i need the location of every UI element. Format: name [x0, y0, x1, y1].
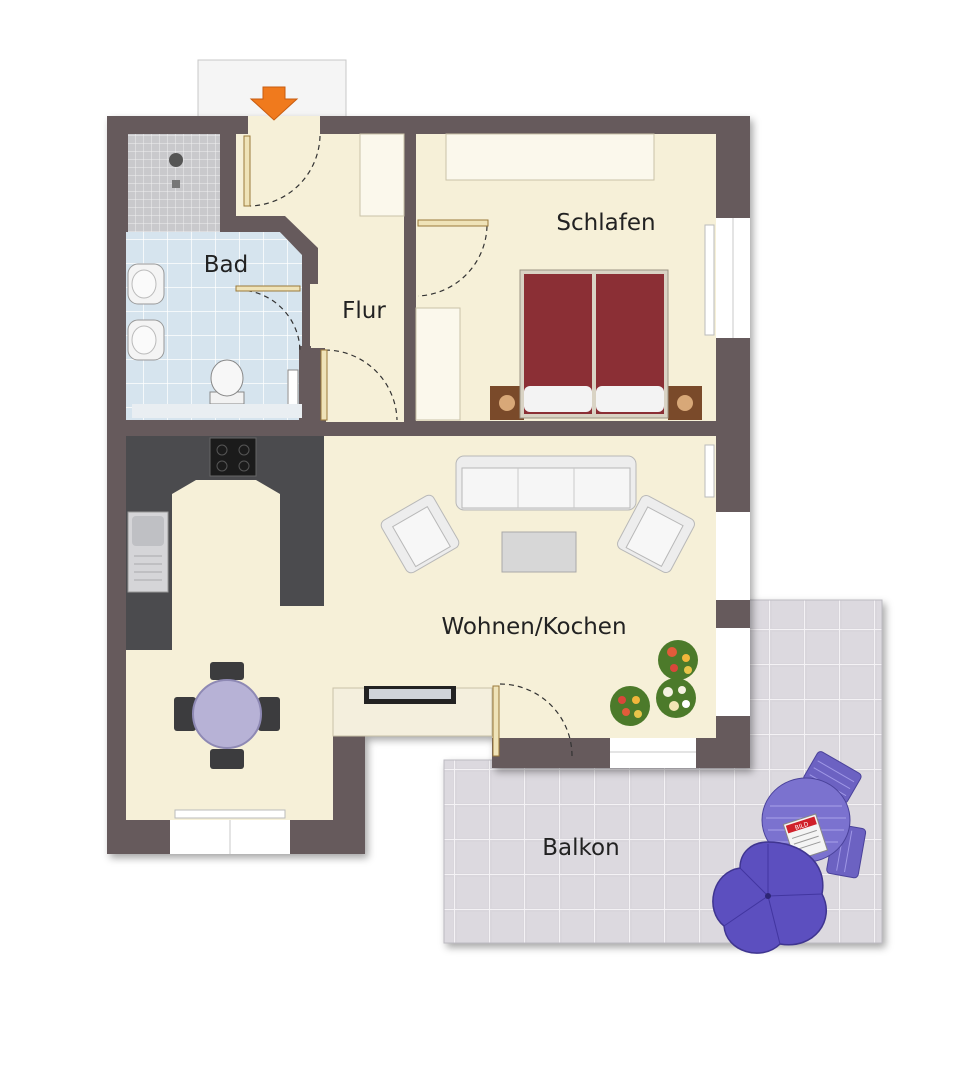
- window-balkon-door: [610, 738, 696, 768]
- washbasin-icon: [127, 263, 165, 305]
- coffee-table: [501, 531, 577, 573]
- room-label-flur: Flur: [342, 298, 386, 324]
- newspaper-title: BILD: [794, 821, 810, 832]
- door-leaves: [235, 135, 500, 757]
- window-wohnen-2: [716, 628, 750, 716]
- double-bed: [490, 269, 702, 420]
- armchair-left: [380, 494, 460, 574]
- room-labels: Bad Flur Schlafen Wohnen/Kochen Balkon: [204, 210, 656, 861]
- sink-icon: [127, 511, 169, 593]
- plant-icon: [656, 678, 696, 718]
- hall-wardrobe: [359, 133, 405, 217]
- room-label-balkon: Balkon: [542, 835, 619, 861]
- wardrobes: [359, 133, 655, 421]
- living-furniture: [380, 455, 695, 574]
- kitchen-counter: [126, 436, 324, 650]
- bedroom-wardrobe-side: [415, 307, 461, 421]
- plant-icon: [658, 640, 698, 680]
- room-label-schlafen: Schlafen: [556, 210, 655, 236]
- parasol-icon: [712, 841, 827, 954]
- cooktop-icon: [209, 437, 257, 477]
- room-label-wohnen-kochen: Wohnen/Kochen: [441, 614, 626, 640]
- toilet-icon: [209, 359, 245, 405]
- armchair-right: [617, 495, 695, 573]
- tv-sideboard: [332, 686, 493, 737]
- balcony-furniture: BILD: [712, 751, 867, 954]
- washbasin-icon: [127, 319, 165, 361]
- dining-set: [174, 662, 280, 769]
- shower-drain-icon: [169, 153, 183, 167]
- bathroom-fixtures: [127, 153, 302, 418]
- room-label-bad: Bad: [204, 252, 248, 278]
- plants: [610, 640, 698, 726]
- dining-table: [192, 679, 262, 749]
- bedroom-wardrobe-top: [445, 133, 655, 181]
- window-wohnen: [716, 512, 750, 600]
- windows: [170, 116, 750, 854]
- entrance-arrow-icon: [249, 86, 299, 121]
- sofa: [455, 455, 637, 511]
- interior-walls: [126, 134, 716, 436]
- plant-icon: [610, 686, 650, 726]
